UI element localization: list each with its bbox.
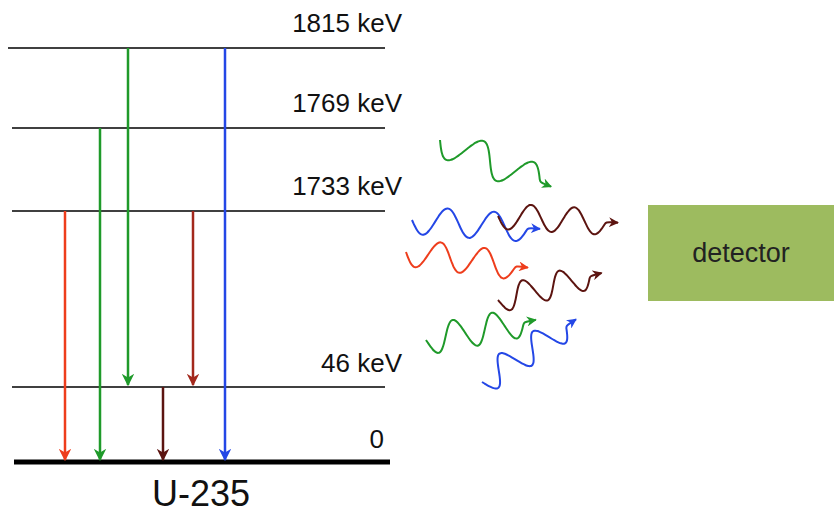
- photon-wave: [440, 140, 551, 187]
- gamma-transition-arrow: [162, 387, 165, 460]
- photon-wave: [406, 242, 528, 278]
- photon-wave: [482, 319, 576, 388]
- gamma-transition-arrow: [224, 48, 227, 460]
- energy-level: [12, 127, 385, 129]
- energy-label: 0: [370, 426, 384, 452]
- energy-label: 1769 keV: [292, 90, 402, 116]
- gamma-transition-arrow: [127, 48, 130, 385]
- photon-wave: [426, 313, 536, 353]
- photon-wave: [498, 271, 602, 311]
- energy-level: [12, 386, 385, 388]
- gamma-transition-arrow: [192, 211, 195, 385]
- energy-label: 46 keV: [321, 350, 402, 376]
- detector-box: detector: [648, 205, 834, 301]
- energy-level: [12, 210, 385, 212]
- energy-level: [8, 47, 385, 49]
- photon-wave: [498, 205, 618, 234]
- nuclide-name: U-235: [152, 476, 250, 512]
- energy-label: 1733 keV: [292, 173, 402, 199]
- energy-level: [14, 460, 390, 465]
- energy-label: 1815 keV: [292, 10, 402, 36]
- gamma-transition-arrow: [64, 211, 67, 460]
- detector-label: detector: [692, 238, 790, 269]
- gamma-transition-arrow: [99, 128, 102, 460]
